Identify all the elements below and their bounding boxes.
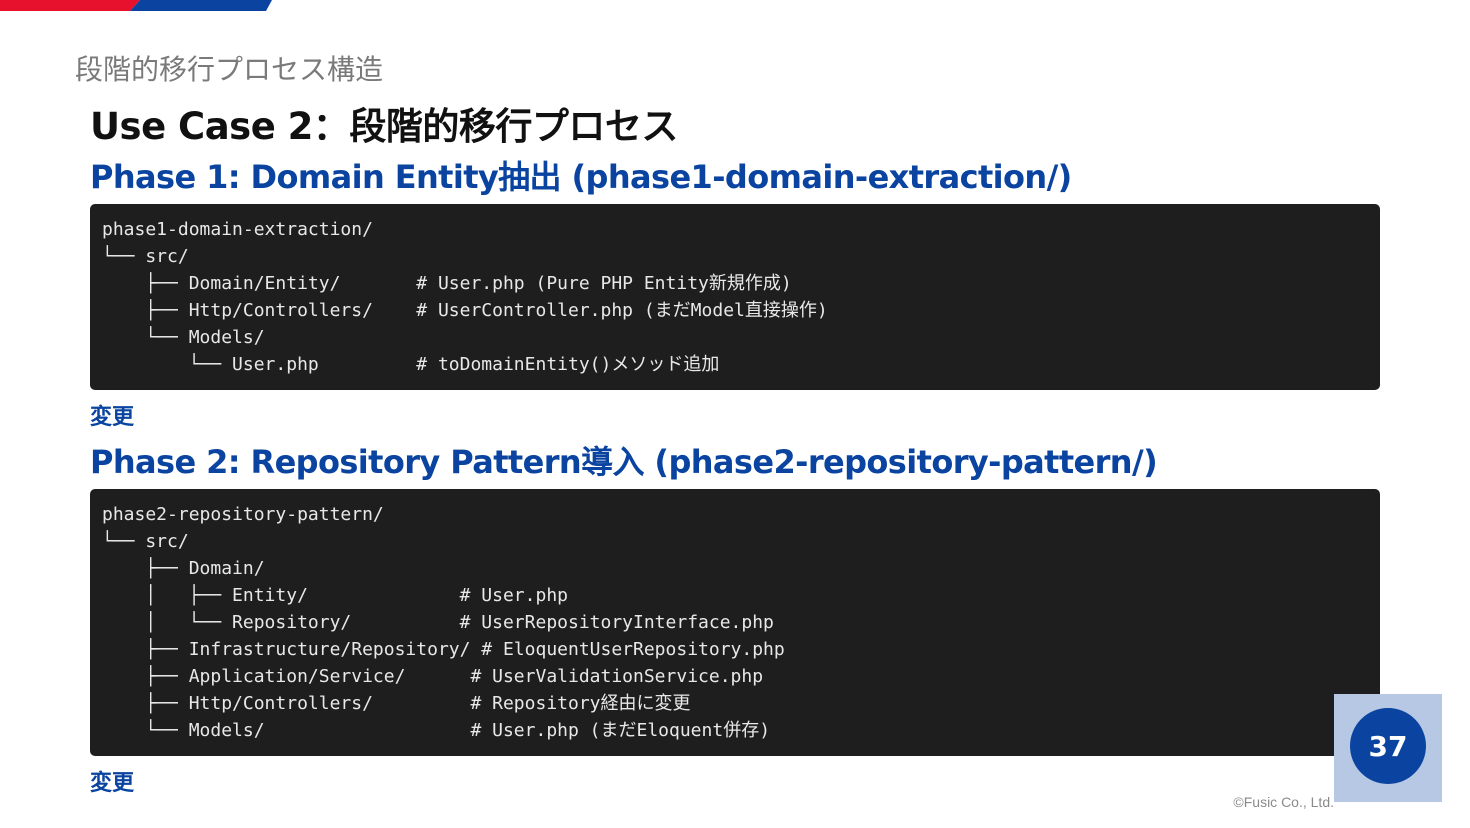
code-line: ├── Application/Service/ # UserValidatio… [102, 666, 764, 687]
code-line: phase2-repository-pattern/ [102, 504, 384, 525]
phase1-code-block: phase1-domain-extraction/ └── src/ ├── D… [90, 204, 1380, 390]
code-line: └── User.php # toDomainEntity()メソッド追加 [102, 354, 720, 375]
code-line: └── Models/ [102, 327, 265, 348]
code-line: ├── Domain/ [102, 558, 265, 579]
page-number: 37 [1350, 708, 1426, 784]
code-line: ├── Domain/Entity/ # User.php (Pure PHP … [102, 273, 792, 294]
code-line: │ ├── Entity/ # User.php [102, 585, 568, 606]
phase1-heading: Phase 1: Domain Entity抽出 (phase1-domain-… [90, 158, 1072, 196]
phase1-change-label: 変更 [90, 405, 135, 430]
code-line: ├── Http/Controllers/ # UserController.p… [102, 300, 828, 321]
code-line: └── src/ [102, 246, 189, 267]
code-line: phase1-domain-extraction/ [102, 219, 373, 240]
breadcrumb: 段階的移行プロセス構造 [75, 53, 384, 86]
code-line: └── Models/ # User.php (まだEloquent併存) [102, 720, 771, 741]
brand-stripe [0, 0, 272, 11]
phase2-heading: Phase 2: Repository Pattern導入 (phase2-re… [90, 443, 1158, 481]
page-number-box: 37 [1334, 694, 1442, 802]
code-line: │ └── Repository/ # UserRepositoryInterf… [102, 612, 774, 633]
code-line: └── src/ [102, 531, 189, 552]
slide-title: Use Case 2：段階的移行プロセス [90, 105, 678, 148]
phase2-code-block: phase2-repository-pattern/ └── src/ ├── … [90, 489, 1380, 756]
code-line: ├── Http/Controllers/ # Repository経由に変更 [102, 693, 691, 714]
code-line: ├── Infrastructure/Repository/ # Eloquen… [102, 639, 785, 660]
copyright: ©Fusic Co., Ltd. [1233, 794, 1334, 810]
phase2-change-label: 変更 [90, 771, 135, 796]
